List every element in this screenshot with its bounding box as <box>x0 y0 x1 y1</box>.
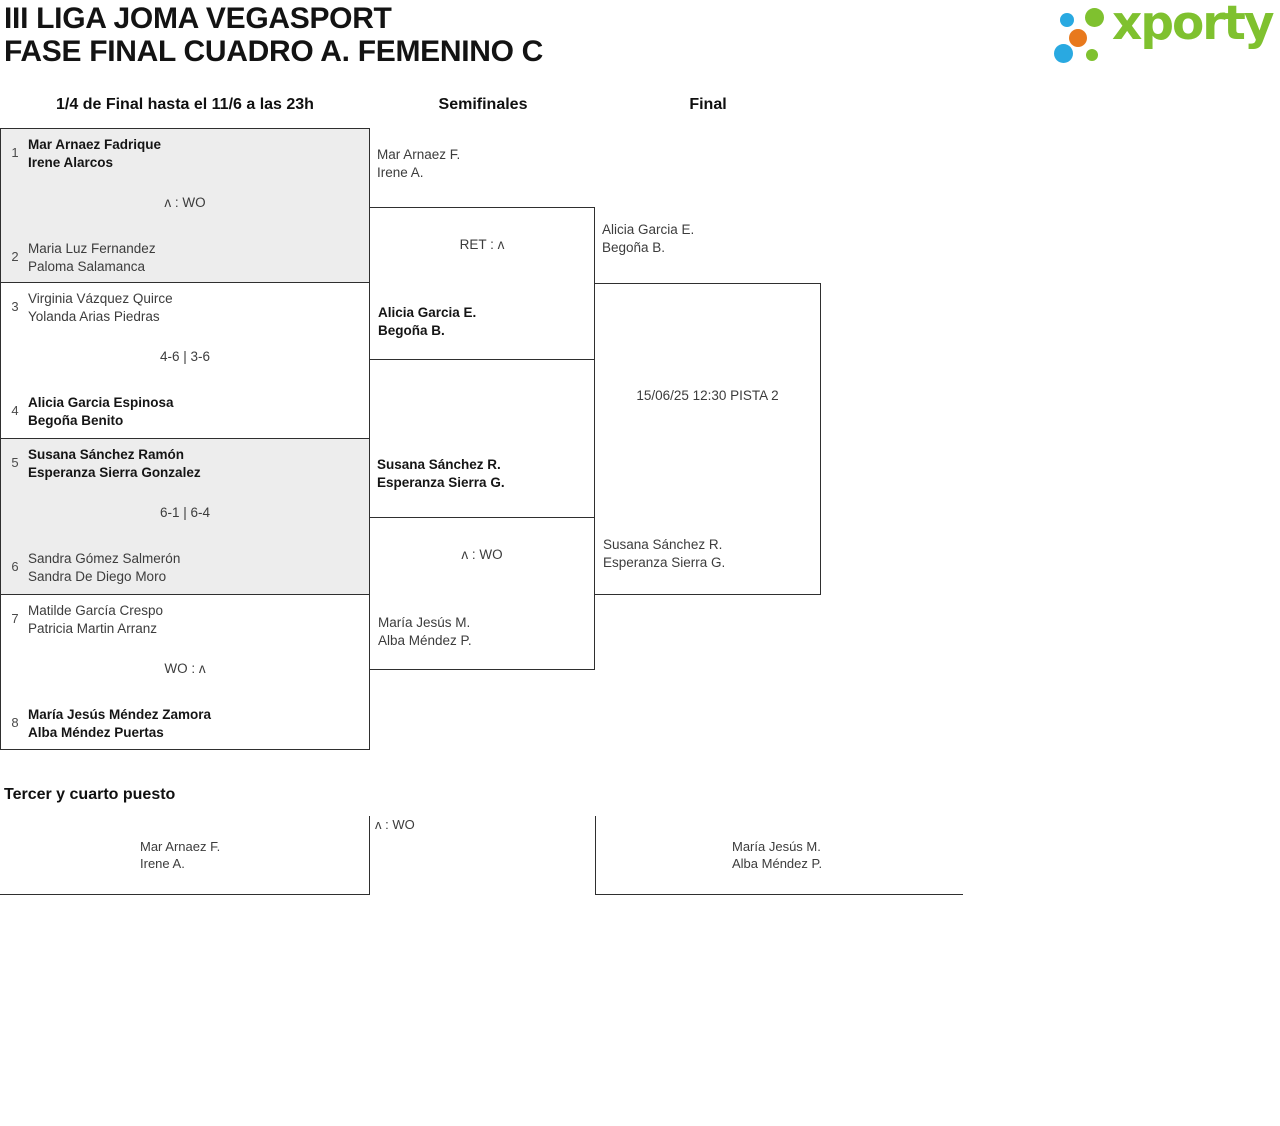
quarterfinal-match-3: 5 Susana Sánchez Ramón Esperanza Sierra … <box>1 438 369 594</box>
team-entry: Matilde García Crespo Patricia Martin Ar… <box>28 602 163 638</box>
match-score: 6-1 | 6-4 <box>159 505 211 520</box>
semifinal1-team2: Alicia Garcia E. Begoña B. <box>378 304 476 340</box>
player-name: Esperanza Sierra G. <box>377 475 505 490</box>
player-name: Alicia Garcia E. <box>378 305 477 320</box>
seed-number: 5 <box>11 455 19 470</box>
logo-dot-icon <box>1060 13 1074 27</box>
seed-number: 8 <box>11 715 19 730</box>
team-entry: Maria Luz Fernandez Paloma Salamanca <box>28 240 156 276</box>
player-name: Sandra De Diego Moro <box>28 569 167 584</box>
third-place-team2: María Jesús M. Alba Méndez P. <box>732 838 822 872</box>
player-name: Alicia Garcia Espinosa <box>28 395 174 410</box>
bracket-subtitle: FASE FINAL CUADRO A. FEMENINO C <box>4 35 544 68</box>
player-name: Alba Méndez Puertas <box>28 725 164 740</box>
team-entry: Mar Arnaez Fadrique Irene Alarcos <box>28 136 161 172</box>
player-name: María Jesús M. <box>378 615 471 630</box>
logo-wordmark: xporty <box>1112 0 1275 51</box>
semifinal2-team1: Susana Sánchez R. Esperanza Sierra G. <box>377 456 505 492</box>
quarterfinals-column: 1 Mar Arnaez Fadrique Irene Alarcos ʌ : … <box>0 128 370 750</box>
player-name: María Jesús M. <box>732 839 821 854</box>
third-place-score: ʌ : WO <box>375 817 415 832</box>
player-name: Irene A. <box>377 165 424 180</box>
final-schedule: 15/06/25 12:30 PISTA 2 <box>636 388 779 403</box>
player-name: Begoña B. <box>602 240 666 255</box>
seed-number: 3 <box>11 299 19 314</box>
player-name: Virginia Vázquez Quirce <box>28 291 173 306</box>
player-name: Irene Alarcos <box>28 155 114 170</box>
third-place-slot-2 <box>595 816 963 895</box>
quarterfinal-match-2: 3 Virginia Vázquez Quirce Yolanda Arias … <box>1 282 369 438</box>
seed-number: 7 <box>11 611 19 626</box>
semifinal2-team2: María Jesús M. Alba Méndez P. <box>378 614 472 650</box>
xporty-logo[interactable]: xporty <box>1048 0 1276 76</box>
logo-dot-icon <box>1085 8 1104 27</box>
player-name: Maria Luz Fernandez <box>28 241 156 256</box>
third-place-team1: Mar Arnaez F. Irene A. <box>140 838 220 872</box>
player-name: Alba Méndez P. <box>732 856 823 871</box>
seed-number: 4 <box>11 403 19 418</box>
player-name: Sandra Gómez Salmerón <box>28 551 181 566</box>
semifinal-match-2: ʌ : WO María Jesús M. Alba Méndez P. <box>369 517 595 670</box>
team-entry: María Jesús Méndez Zamora Alba Méndez Pu… <box>28 706 211 742</box>
player-name: Mar Arnaez Fadrique <box>28 137 162 152</box>
player-name: Esperanza Sierra G. <box>603 555 726 570</box>
semifinal-match-1: RET : ʌ Alicia Garcia E. Begoña B. <box>369 207 595 360</box>
player-name: Mar Arnaez F. <box>377 147 461 162</box>
logo-dot-icon <box>1086 49 1098 61</box>
page-title: III LIGA JOMA VEGASPORT FASE FINAL CUADR… <box>4 2 543 68</box>
final-match: 15/06/25 12:30 PISTA 2 Susana Sánchez R.… <box>594 283 821 595</box>
player-name: Mar Arnaez F. <box>140 839 221 854</box>
quarterfinal-match-1: 1 Mar Arnaez Fadrique Irene Alarcos ʌ : … <box>1 129 369 282</box>
round-header-quarterfinals: 1/4 de Final hasta el 11/6 a las 23h <box>56 96 314 113</box>
player-name: Susana Sánchez R. <box>377 457 501 472</box>
match-score: ʌ : WO <box>164 195 206 210</box>
player-name: Esperanza Sierra Gonzalez <box>28 465 201 480</box>
seed-number: 6 <box>11 559 19 574</box>
player-name: Irene A. <box>140 856 185 871</box>
round-header-semifinals: Semifinales <box>438 96 528 113</box>
team-entry: Virginia Vázquez Quirce Yolanda Arias Pi… <box>28 290 173 326</box>
third-place-title: Tercer y cuarto puesto <box>4 786 176 803</box>
match-score: WO : ʌ <box>164 661 206 676</box>
logo-dot-icon <box>1069 29 1087 47</box>
player-name: Susana Sánchez Ramón <box>28 447 185 462</box>
player-name: Alicia Garcia E. <box>602 222 695 237</box>
round-header-final: Final <box>689 96 727 113</box>
player-name: Yolanda Arias Piedras <box>28 309 160 324</box>
team-entry: Susana Sánchez Ramón Esperanza Sierra Go… <box>28 446 201 482</box>
final-team1: Alicia Garcia E. Begoña B. <box>602 221 694 257</box>
match-score: 4-6 | 3-6 <box>159 349 211 364</box>
player-name: Alba Méndez P. <box>378 633 472 648</box>
player-name: Begoña B. <box>378 323 445 338</box>
logo-dot-icon <box>1054 44 1073 63</box>
final-team2: Susana Sánchez R. Esperanza Sierra G. <box>603 536 725 572</box>
quarterfinal-match-4: 7 Matilde García Crespo Patricia Martin … <box>1 594 369 749</box>
semifinal1-team1: Mar Arnaez F. Irene A. <box>377 146 460 182</box>
player-name: María Jesús Méndez Zamora <box>28 707 212 722</box>
player-name: Patricia Martin Arranz <box>28 621 158 636</box>
tournament-name: III LIGA JOMA VEGASPORT <box>4 2 392 35</box>
seed-number: 2 <box>11 249 19 264</box>
player-name: Paloma Salamanca <box>28 259 146 274</box>
player-name: Begoña Benito <box>28 413 124 428</box>
match-score: RET : ʌ <box>459 237 505 252</box>
team-entry: Alicia Garcia Espinosa Begoña Benito <box>28 394 174 430</box>
seed-number: 1 <box>11 145 19 160</box>
player-name: Susana Sánchez R. <box>603 537 723 552</box>
player-name: Matilde García Crespo <box>28 603 164 618</box>
team-entry: Sandra Gómez Salmerón Sandra De Diego Mo… <box>28 550 180 586</box>
third-place-slot-1 <box>0 816 370 895</box>
match-score: ʌ : WO <box>461 547 503 562</box>
